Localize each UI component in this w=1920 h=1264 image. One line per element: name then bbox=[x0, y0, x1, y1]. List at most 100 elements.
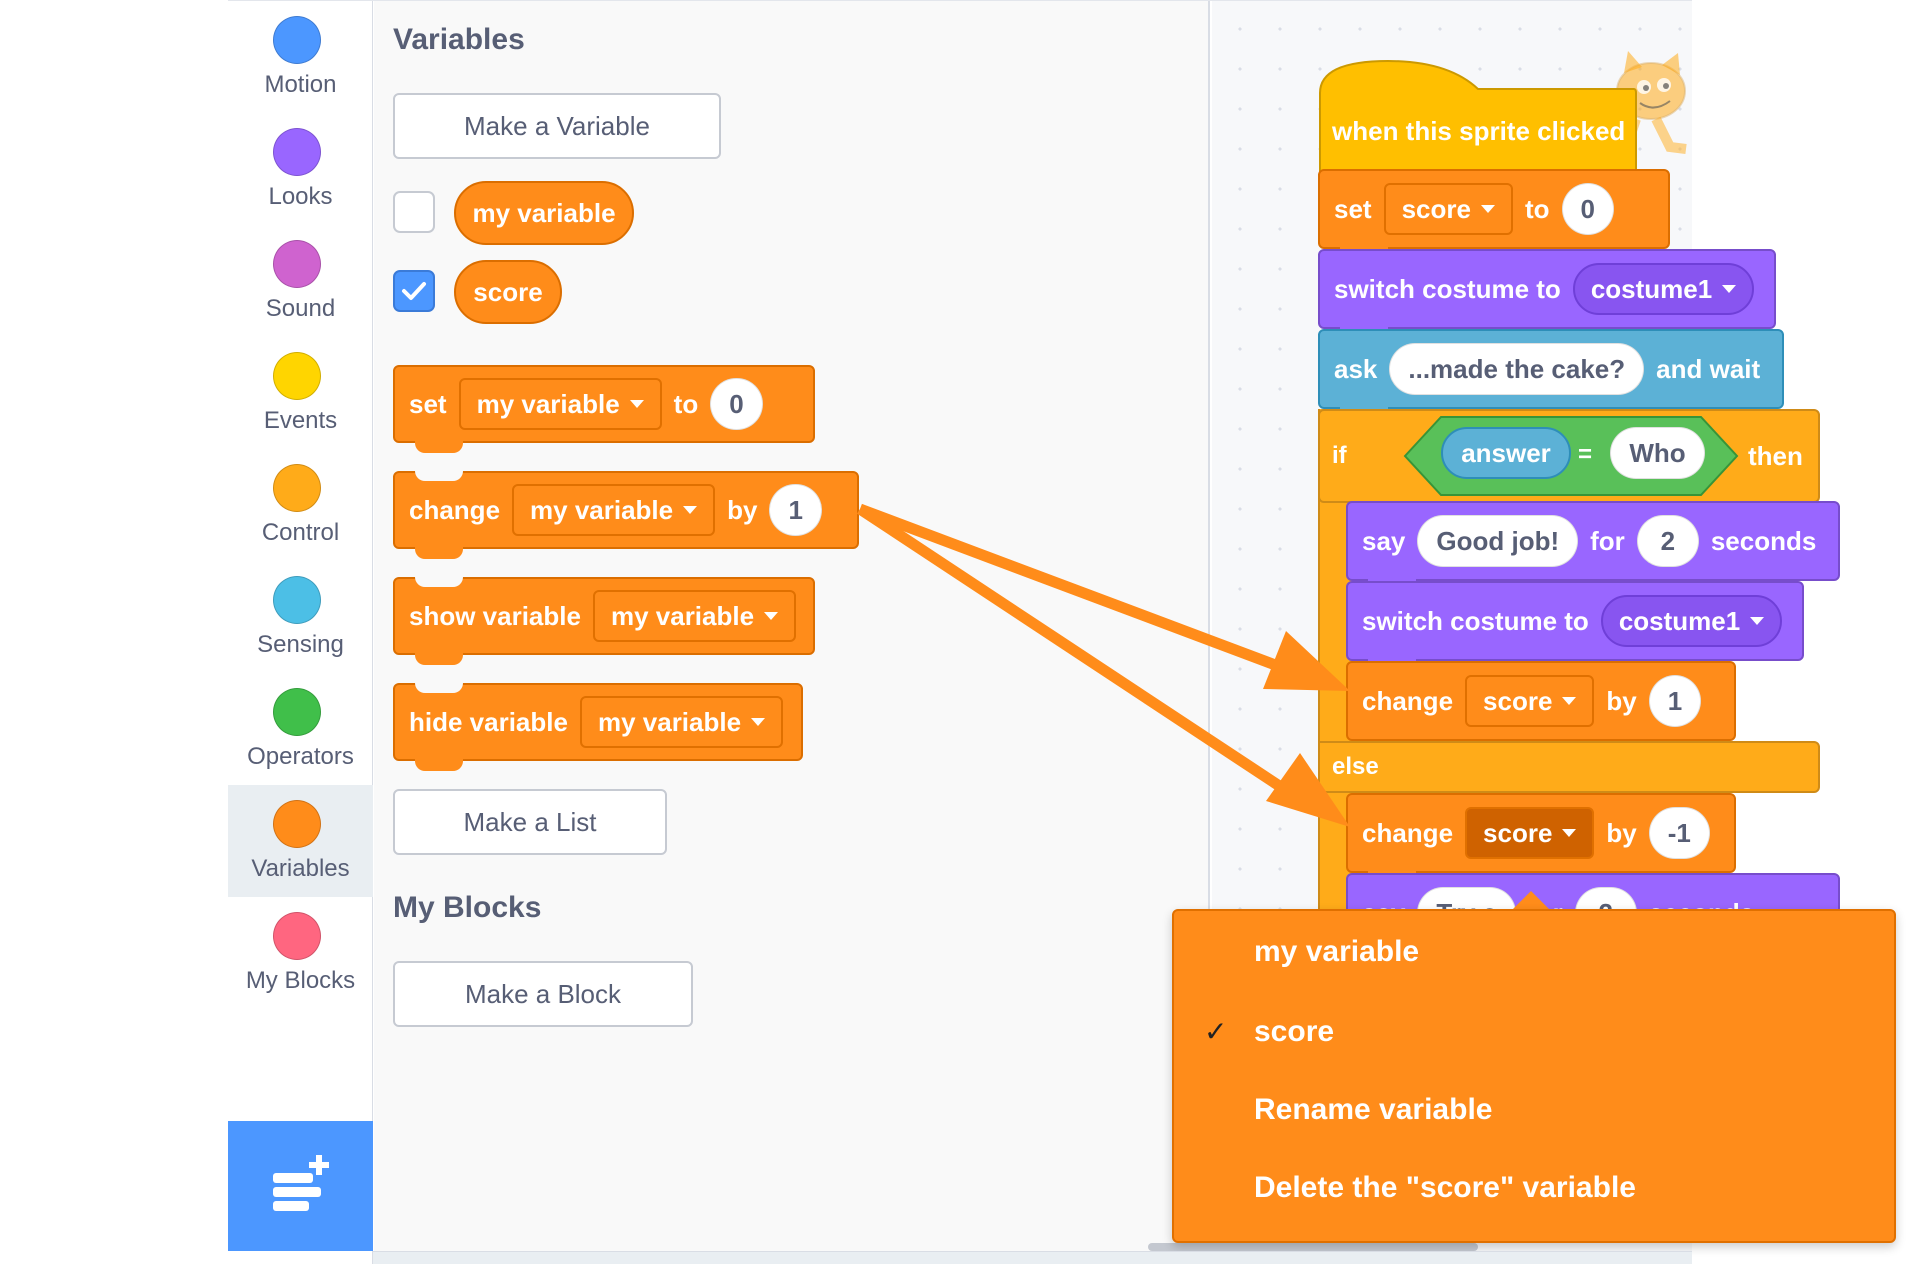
sensing-category-icon bbox=[273, 576, 321, 624]
hide-variable-block[interactable]: hide variable my variable bbox=[393, 683, 803, 771]
dropdown-value: score bbox=[1483, 685, 1553, 716]
category-control[interactable]: Control bbox=[228, 449, 373, 561]
variable-dropdown[interactable]: my variable bbox=[592, 590, 797, 642]
add-extension-button[interactable] bbox=[228, 1121, 373, 1251]
make-block-button[interactable]: Make a Block bbox=[393, 961, 693, 1027]
category-label: Sound bbox=[265, 295, 336, 322]
operators-category-icon bbox=[273, 688, 321, 736]
if-label: if bbox=[1332, 442, 1347, 469]
variable-dropdown[interactable]: score bbox=[1383, 183, 1513, 235]
arrow-head bbox=[1263, 631, 1350, 691]
category-looks[interactable]: Looks bbox=[228, 113, 373, 225]
costume-dropdown[interactable]: costume1 bbox=[1572, 263, 1755, 315]
then-label: then bbox=[1748, 441, 1803, 471]
set-variable-block[interactable]: set my variable to 0 bbox=[393, 365, 815, 453]
category-events[interactable]: Events bbox=[228, 337, 373, 449]
events-category-icon bbox=[273, 352, 321, 400]
script-say-for-secs-block[interactable]: say Good job! for 2 seconds bbox=[1346, 501, 1840, 591]
dropdown-value: my variable bbox=[610, 600, 755, 631]
seconds-input[interactable]: 2 bbox=[1636, 515, 1699, 567]
motion-category-icon bbox=[273, 16, 321, 64]
menu-item-score[interactable]: score bbox=[1254, 1015, 1335, 1048]
script-set-block[interactable]: set score to 0 bbox=[1318, 169, 1670, 259]
script-switch-costume-block-2[interactable]: switch costume to costume1 bbox=[1346, 581, 1804, 671]
category-label: Looks bbox=[268, 183, 333, 210]
show-variable-block[interactable]: show variable my variable bbox=[393, 577, 815, 665]
menu-item-rename-variable[interactable]: Rename variable bbox=[1254, 1093, 1493, 1126]
category-label: Control bbox=[261, 519, 340, 546]
block-label: when this sprite clicked bbox=[1332, 115, 1626, 146]
block-label: say bbox=[1362, 525, 1406, 556]
script-switch-costume-block[interactable]: switch costume to costume1 bbox=[1318, 249, 1776, 339]
when-sprite-clicked-block[interactable]: when this sprite clicked bbox=[1318, 91, 1638, 171]
block-label: change bbox=[1362, 817, 1454, 848]
dropdown-value: score bbox=[1483, 817, 1553, 848]
costume-dropdown[interactable]: costume1 bbox=[1600, 595, 1783, 647]
horizontal-scrollbar[interactable] bbox=[1148, 1243, 1478, 1251]
arrow-head bbox=[1266, 753, 1350, 827]
block-label: set bbox=[1334, 193, 1372, 224]
my-variable-checkbox[interactable] bbox=[393, 191, 435, 233]
variable-dropdown[interactable]: my variable bbox=[512, 484, 716, 536]
category-operators[interactable]: Operators bbox=[228, 673, 373, 785]
value-input[interactable]: 0 bbox=[710, 378, 763, 430]
block-nub bbox=[415, 653, 463, 665]
block-label: switch costume to bbox=[1362, 605, 1589, 636]
block-nub bbox=[415, 441, 463, 453]
category-motion[interactable]: Motion bbox=[228, 1, 373, 113]
answer-reporter[interactable]: answer bbox=[1441, 427, 1571, 479]
dropdown-caret-icon bbox=[764, 612, 779, 620]
category-label: Variables bbox=[251, 855, 350, 882]
equals-sign: = bbox=[1578, 441, 1593, 468]
category-sound[interactable]: Sound bbox=[228, 225, 373, 337]
value-input[interactable]: 1 bbox=[769, 484, 822, 536]
variable-dropdown[interactable]: my variable bbox=[579, 696, 784, 748]
script-change-score-block[interactable]: change score by 1 bbox=[1346, 661, 1736, 741]
variables-category-icon bbox=[273, 800, 321, 848]
category-sensing[interactable]: Sensing bbox=[228, 561, 373, 673]
dropdown-caret-icon bbox=[1562, 829, 1577, 837]
block-notch bbox=[415, 683, 463, 693]
script-change-score-block-2[interactable]: change score by -1 bbox=[1346, 793, 1736, 883]
block-label: change bbox=[409, 494, 501, 525]
else-label: else bbox=[1332, 753, 1379, 780]
change-variable-block[interactable]: change my variable by 1 bbox=[393, 471, 859, 559]
score-reporter[interactable]: score bbox=[454, 260, 562, 324]
dropdown-value: my variable bbox=[476, 388, 620, 419]
dropdown-caret-icon bbox=[1480, 205, 1495, 213]
comparison-value-input[interactable]: Who bbox=[1610, 427, 1705, 479]
variable-dropdown-open[interactable]: score bbox=[1465, 807, 1595, 859]
block-label: ask bbox=[1334, 353, 1378, 384]
make-variable-button[interactable]: Make a Variable bbox=[393, 93, 721, 159]
block-label: for bbox=[1590, 525, 1625, 556]
variable-dropdown[interactable]: score bbox=[1465, 675, 1595, 727]
looks-category-icon bbox=[273, 128, 321, 176]
my-variable-reporter[interactable]: my variable bbox=[454, 181, 634, 245]
category-label: My Blocks bbox=[245, 967, 356, 994]
block-label: to bbox=[1524, 193, 1550, 224]
category-my-blocks[interactable]: My Blocks bbox=[228, 897, 373, 1009]
dropdown-value: costume1 bbox=[1590, 273, 1713, 304]
question-input[interactable]: ...made the cake? bbox=[1389, 343, 1645, 395]
menu-item-my-variable[interactable]: my variable bbox=[1254, 935, 1420, 968]
control-category-icon bbox=[273, 464, 321, 512]
value-input[interactable]: 0 bbox=[1561, 183, 1614, 235]
value-input[interactable]: -1 bbox=[1648, 807, 1710, 859]
block-nub bbox=[415, 759, 463, 771]
dropdown-value: score bbox=[1401, 193, 1471, 224]
menu-item-delete-variable[interactable]: Delete the "score" variable bbox=[1254, 1171, 1636, 1204]
block-label: set bbox=[409, 388, 447, 419]
message-input[interactable]: Good job! bbox=[1417, 515, 1579, 567]
make-list-button[interactable]: Make a List bbox=[393, 789, 667, 855]
score-checkbox[interactable] bbox=[393, 270, 435, 312]
my-blocks-section-title: My Blocks bbox=[393, 891, 542, 924]
block-label: switch costume to bbox=[1334, 273, 1561, 304]
value-input[interactable]: 1 bbox=[1648, 675, 1702, 727]
variable-dropdown[interactable]: my variable bbox=[458, 378, 662, 430]
category-menu: Motion Looks Sound Events Control Sensin… bbox=[228, 1, 373, 1264]
category-variables[interactable]: Variables bbox=[228, 785, 373, 897]
dropdown-caret-icon bbox=[629, 400, 644, 408]
category-label: Events bbox=[263, 407, 338, 434]
sound-category-icon bbox=[273, 240, 321, 288]
block-label: change bbox=[1362, 685, 1454, 716]
